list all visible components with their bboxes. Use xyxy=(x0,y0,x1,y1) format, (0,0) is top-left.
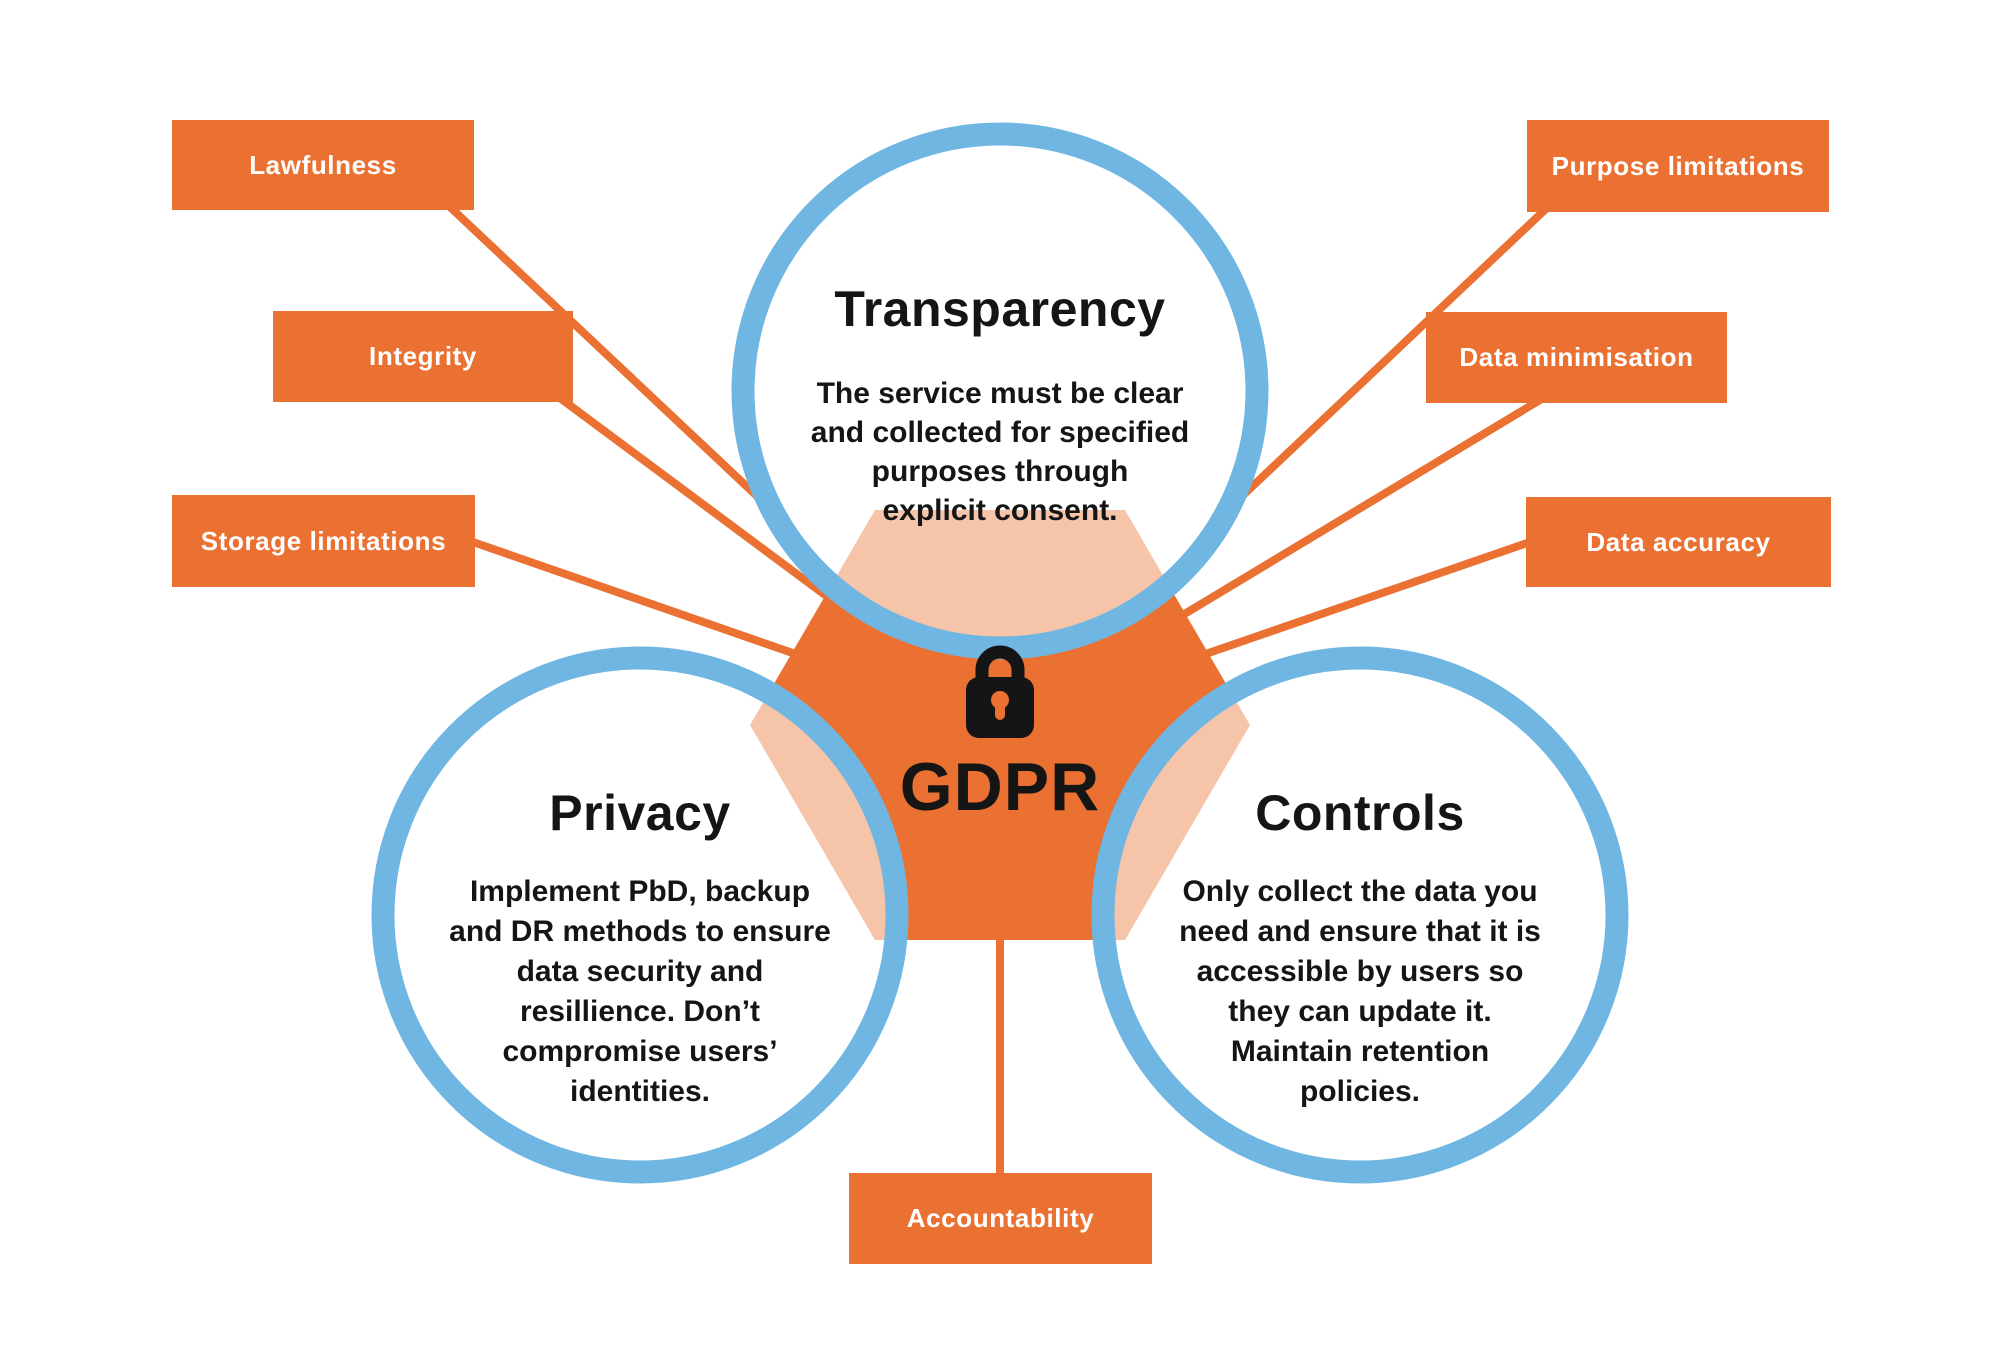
lock-keyhole-stem xyxy=(995,703,1005,720)
label-storage-limitations: Storage limitations xyxy=(172,495,475,587)
lock-icon xyxy=(966,645,1034,738)
circle-privacy-shape xyxy=(371,646,909,1184)
controls-heading: Controls xyxy=(1255,785,1465,841)
controls-body: Only collect the data you need and ensur… xyxy=(1179,875,1541,1108)
circle-privacy-fill xyxy=(372,647,908,1183)
label-lawfulness: Lawfulness xyxy=(172,120,474,210)
circle-transparency-fill xyxy=(732,123,1268,659)
circle-controls-fill xyxy=(1092,647,1628,1183)
transparency-heading: Transparency xyxy=(834,281,1166,337)
circle-controls-shape xyxy=(1091,646,1629,1184)
circle-controls-ring xyxy=(1091,646,1629,1184)
gdpr-center-label: GDPR xyxy=(899,749,1101,825)
label-data-accuracy: Data accuracy xyxy=(1526,497,1831,587)
lock-keyhole xyxy=(991,691,1009,709)
transparency-body: The service must be clear and collected … xyxy=(810,377,1190,527)
circle-privacy-ring xyxy=(371,646,909,1184)
label-purpose-limitations: Purpose limitations xyxy=(1527,120,1829,212)
privacy-body: Implement PbD, backup and DR methods to … xyxy=(449,875,831,1108)
label-accountability: Accountability xyxy=(849,1173,1152,1264)
lock-shackle xyxy=(975,645,1025,682)
label-integrity: Integrity xyxy=(273,311,573,402)
label-data-minimisation: Data minimisation xyxy=(1426,312,1727,403)
privacy-heading: Privacy xyxy=(549,785,731,841)
circle-transparency-shape xyxy=(731,122,1269,660)
